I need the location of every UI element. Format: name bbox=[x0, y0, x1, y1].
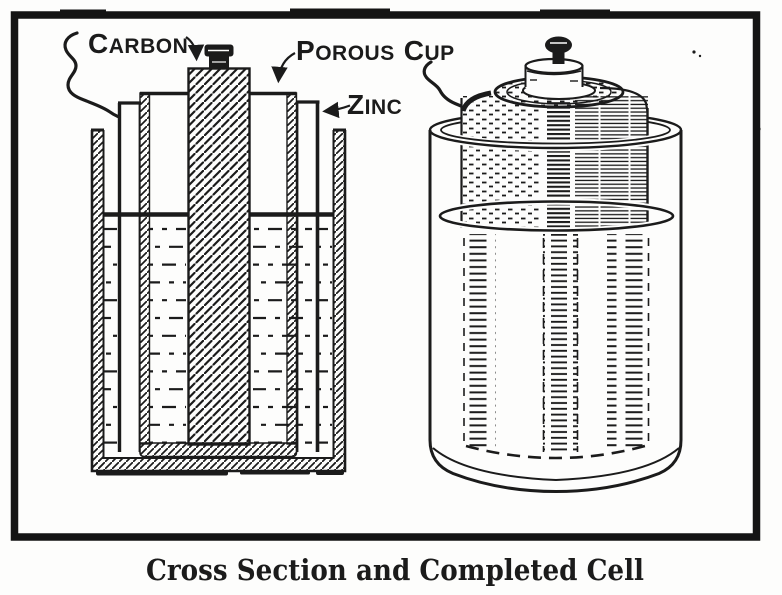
porous-cup-cylinder bbox=[460, 86, 649, 230]
carbon-label: CARBON bbox=[88, 28, 188, 59]
ink-speck bbox=[698, 54, 702, 58]
carbon-rod-section bbox=[187, 67, 251, 446]
frame-blotch bbox=[540, 9, 610, 14]
jar-wall-right bbox=[333, 130, 345, 471]
jar-rim-front bbox=[426, 131, 685, 152]
zinc-electrode-section bbox=[117, 100, 320, 452]
carbon-arrow bbox=[185, 36, 205, 62]
completed-cell-drawing bbox=[422, 36, 761, 494]
figure-caption: Cross Section and Completed Cell bbox=[146, 553, 644, 587]
glass-jar-outline bbox=[428, 130, 683, 494]
frame-blotch bbox=[410, 533, 490, 538]
binding-post bbox=[204, 44, 234, 69]
zinc-arrow bbox=[322, 101, 351, 119]
inner-cell-below-ring bbox=[463, 234, 650, 460]
porous-cup-section bbox=[139, 91, 298, 458]
binding-post-completed bbox=[545, 36, 572, 64]
frame-blotch bbox=[60, 9, 106, 14]
carbon-cap bbox=[524, 57, 584, 88]
electrolyte-liquid bbox=[103, 212, 334, 444]
zinc-label: ZINC bbox=[347, 89, 402, 120]
cup-floor bbox=[139, 442, 298, 458]
jar-inner-outline bbox=[102, 130, 335, 459]
jar-wall-left bbox=[92, 130, 104, 471]
glass-jar-section bbox=[90, 128, 347, 476]
base-shadow bbox=[96, 470, 228, 476]
jar-inner-bottom bbox=[432, 447, 680, 482]
cup-shoulder-shadow bbox=[460, 90, 492, 112]
cup-bottom-edge bbox=[465, 444, 646, 460]
lead-wire-completed bbox=[422, 60, 463, 108]
electrolyte-dashes bbox=[104, 227, 332, 444]
ink-speck bbox=[692, 50, 696, 54]
frame-border bbox=[10, 11, 761, 541]
jar-floor bbox=[92, 458, 345, 471]
frame-blotch bbox=[290, 8, 390, 14]
carbon-strip bbox=[547, 93, 570, 228]
jar-ring bbox=[438, 200, 675, 232]
lead-wire bbox=[63, 31, 121, 119]
porous-cup-arrow bbox=[271, 52, 296, 84]
cross-section-drawing bbox=[63, 31, 347, 476]
